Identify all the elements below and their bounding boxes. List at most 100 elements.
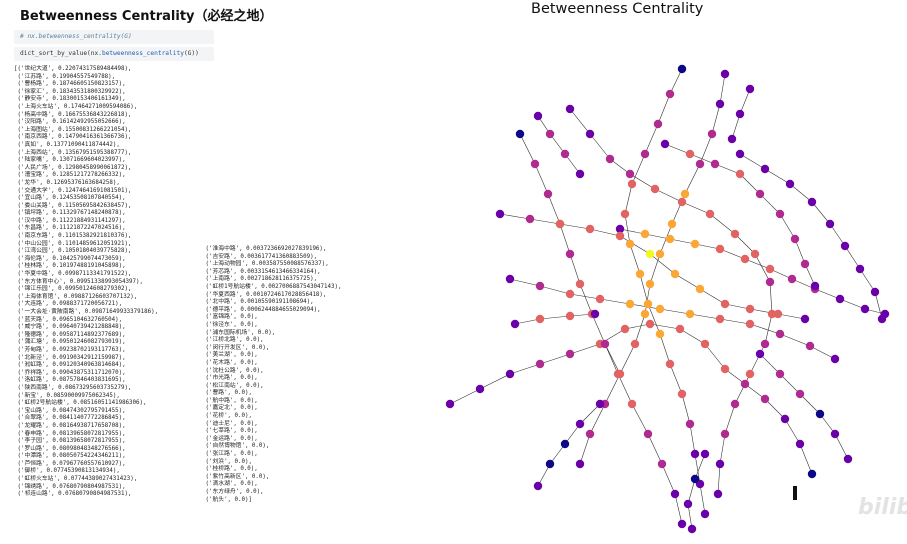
graph-node xyxy=(750,249,760,259)
graph-edge xyxy=(699,133,713,165)
graph-node xyxy=(730,229,740,239)
graph-node xyxy=(807,469,817,479)
graph-node xyxy=(765,264,775,274)
graph-edges xyxy=(449,68,886,530)
graph-node xyxy=(815,409,825,419)
output-line: ('镇坪路', 0.11329767148240878), xyxy=(14,210,126,217)
graph-edge xyxy=(514,318,541,325)
output-line: ('祁连山路', 0.07680790804987531), xyxy=(14,491,132,498)
output-line: ('航中路', 0.0), xyxy=(202,397,258,404)
graph-edge xyxy=(644,123,659,155)
output-line: ('南京东路', 0.11015382921810376), xyxy=(14,233,132,240)
output-line: ('汉中路', 0.11221884931141297), xyxy=(14,217,126,224)
graph-edge xyxy=(644,233,671,240)
graph-node xyxy=(800,314,810,324)
graph-edge xyxy=(669,363,683,395)
output-line: ('闵行开发区', 0.0), xyxy=(202,344,270,351)
code-cell-comment[interactable]: # nx.betweenness_centrality(G) xyxy=(14,30,214,44)
output-line: ('美兰湖', 0.0), xyxy=(202,352,258,359)
output-line: [('世纪大道', 0.22074317589484498), xyxy=(14,66,132,72)
graph-node xyxy=(575,419,585,429)
graph-edge xyxy=(709,213,736,235)
graph-edge xyxy=(479,373,511,390)
graph-node xyxy=(655,249,665,259)
graph-node xyxy=(795,439,805,449)
output-line: ('静安寺', 0.18300153406161349), xyxy=(14,96,126,103)
output-line: ('浦东国际机场', 0.0), xyxy=(202,329,276,336)
graph-edge xyxy=(559,223,571,255)
graph-edge xyxy=(724,403,736,435)
output-line: ('罗山路', 0.08098048348276566), xyxy=(14,445,126,452)
graph-node xyxy=(565,249,575,259)
graph-edge xyxy=(699,483,706,515)
graph-node xyxy=(635,269,645,279)
graph-node xyxy=(535,359,545,369)
output-line: ('曹路', 0.0), xyxy=(202,390,252,397)
graph-node xyxy=(657,459,667,469)
output-line: ('上海图站', 0.15500831266221054), xyxy=(14,126,132,133)
graph-edge xyxy=(624,183,633,215)
graph-node xyxy=(720,429,730,439)
output-line: ('江桥北路', 0.0), xyxy=(202,337,264,344)
output-column-2: ('淮海中路', 0.0037236692027839196), ('吉安路',… xyxy=(202,246,341,504)
graph-node xyxy=(677,64,687,74)
graph-edge xyxy=(619,235,651,255)
output-line: ('交通大学', 0.12474641691081501), xyxy=(14,187,132,194)
code-cell-sort[interactable]: dict_sort_by_value(nx.betweenness_centra… xyxy=(14,47,214,61)
graph-edge xyxy=(794,238,806,265)
graph-edge xyxy=(704,343,726,370)
graph-edge xyxy=(749,343,766,375)
output-line: ('漕宝路', 0.12851217278266332), xyxy=(14,172,126,179)
graph-node xyxy=(615,224,625,234)
output-line: ('虹桥火车站', 0.07744389027431423), xyxy=(14,476,138,483)
graph-node xyxy=(835,294,845,304)
graph-node xyxy=(785,179,795,189)
graph-edge xyxy=(647,433,663,465)
graph-node xyxy=(775,329,785,339)
graph-edge xyxy=(769,281,773,315)
output-line: ('御桥', 0.07745390813134934), xyxy=(14,468,120,475)
output-line: ('海伦路', 0.10425799074473059), xyxy=(14,255,126,262)
graph-edge xyxy=(569,108,591,135)
output-line: ('江苏路', 0.19904557549788), xyxy=(14,73,116,80)
graph-edge xyxy=(789,183,813,203)
graph-node xyxy=(690,239,700,249)
graph-node xyxy=(613,369,623,379)
graph-node xyxy=(695,284,705,294)
output-line: ('自然博物馆', 0.0), xyxy=(202,443,270,450)
graph-node xyxy=(700,449,710,459)
output-line: ('陆家嘴', 0.13071669604023997), xyxy=(14,157,126,164)
graph-node xyxy=(755,349,765,359)
code-function: betweenness_centrality xyxy=(101,50,184,57)
network-graph xyxy=(445,64,890,534)
graph-node xyxy=(745,84,755,94)
output-line: ('陕西南路', 0.08673295603735279), xyxy=(14,384,132,391)
graph-node xyxy=(720,299,730,309)
graph-edge xyxy=(579,403,601,425)
graph-node xyxy=(560,149,570,159)
graph-node xyxy=(620,209,630,219)
graph-node xyxy=(677,389,687,399)
graph-edge xyxy=(624,213,631,245)
graph-edge xyxy=(547,193,561,225)
graph-edge xyxy=(731,113,741,140)
output-line: ('德平路', 0.0006244884655029094), xyxy=(202,306,321,313)
graph-edge xyxy=(659,333,671,365)
graph-node xyxy=(565,104,575,114)
graph-edge xyxy=(579,433,591,465)
graph-edge xyxy=(664,143,691,155)
output-line: ('龙华', 0.12695376163684258), xyxy=(14,179,120,186)
output-line: ('一大会址·黄陂南路', 0.09871649933379186), xyxy=(14,309,159,315)
graph-edge xyxy=(739,173,761,195)
graph-node xyxy=(713,489,723,499)
graph-node xyxy=(627,399,637,409)
graph-node xyxy=(627,179,637,189)
graph-edge xyxy=(529,218,561,225)
graph-edge xyxy=(719,73,726,105)
graph-node xyxy=(687,524,697,534)
graph-node xyxy=(595,399,605,409)
graph-node xyxy=(767,309,777,319)
output-line: ('桂林路', 0.10197488191045898), xyxy=(14,263,126,270)
graph-node xyxy=(445,399,455,409)
output-line: ('吉安路', 0.003617741360883509), xyxy=(202,253,318,260)
